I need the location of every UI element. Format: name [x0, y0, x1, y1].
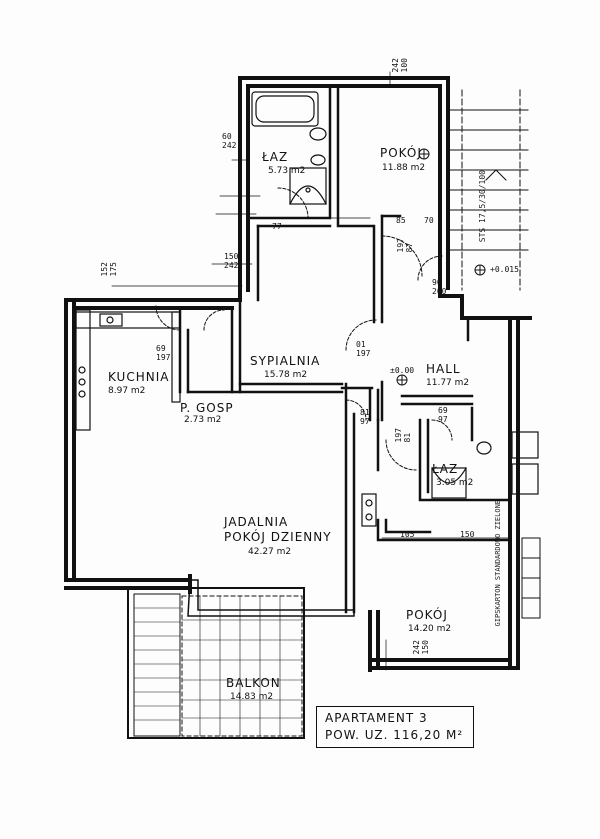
dimension-label: 90 200 [432, 278, 447, 296]
room-area-kitchen: 8.97 m2 [108, 386, 146, 396]
balcony-outline [127, 579, 355, 739]
room-name-hall: HALL [426, 362, 461, 376]
dimension-label: 81 97 [360, 408, 370, 426]
room-area-utility: 2.73 m2 [184, 415, 222, 425]
room-name-bedroom-1: POKÓJ [380, 146, 422, 160]
room-name-bathroom-1: ŁAZ [262, 150, 289, 164]
wall-note: GIPSKARTON STANDARDOWO ZIELONE [494, 500, 502, 627]
room-name-balcony: BALKON [226, 676, 281, 690]
interior-walls [178, 84, 512, 614]
room-name-kitchen: KUCHNIA [108, 370, 170, 384]
door-swings [155, 187, 453, 471]
stair-note: STS 17,5/30/100 [478, 170, 487, 243]
room-name-bathroom-2: ŁAZ [432, 462, 459, 476]
staircase [447, 89, 529, 291]
room-name-bedroom-2: POKÓJ [406, 608, 448, 622]
dimension-label: 69 97 [438, 406, 448, 424]
bathroom-1-fixtures [251, 91, 327, 205]
apartment-area: POW. UZ. 116,20 M² [325, 728, 464, 742]
dimension-label: 85 [396, 216, 406, 225]
room-area-balcony: 14.83 m2 [230, 692, 274, 702]
right-room-edge [521, 537, 541, 619]
bathroom-2-fixtures [431, 431, 539, 499]
kitchen-counter [75, 309, 181, 431]
room-name-utility: P. GOSP [180, 401, 234, 415]
room-area-bathroom-2: 3.05 m2 [436, 478, 474, 488]
room-name-living-dining: JADALNIA POKÓJ DZIENNY [224, 515, 332, 544]
room-name-bedroom: SYPIALNIA [250, 354, 321, 368]
dimension-label: 197 81 [394, 428, 412, 443]
dimension-label: 152 175 [100, 262, 118, 277]
apartment-name: APARTAMENT 3 [325, 711, 428, 725]
dimension-label: 197 87 [396, 238, 414, 253]
level-label: ±0.00 [390, 366, 415, 375]
outer-walls [64, 76, 532, 672]
room-area-bedroom: 15.78 m2 [264, 370, 308, 380]
level-marks [396, 148, 486, 386]
dimension-label: 242 100 [391, 58, 409, 73]
dimension-label: 242 150 [412, 640, 430, 655]
dimension-label: 70 [424, 216, 434, 225]
room-area-living-dining: 42.27 m2 [248, 547, 292, 557]
title-block: APARTAMENT 3 POW. UZ. 116,20 M² [316, 706, 474, 748]
dimension-label: 77 [272, 222, 282, 231]
room-area-hall: 11.77 m2 [426, 378, 470, 388]
dimension-label: 150 [460, 530, 475, 539]
dimension-label: 105 [400, 530, 415, 539]
kitchen-appliance [361, 493, 377, 527]
dimension-label: 69 197 [156, 344, 171, 362]
room-area-bedroom-1: 11.88 m2 [382, 163, 426, 173]
room-area-bedroom-2: 14.20 m2 [408, 624, 452, 634]
dimension-label: 01 197 [356, 340, 371, 358]
dimension-label: 150 242 [224, 252, 239, 270]
dimension-lines [111, 71, 511, 671]
dimension-label: 60 242 [222, 132, 237, 150]
level-label: +0.015 [490, 265, 519, 274]
room-area-bathroom-1: 5.73 m2 [268, 166, 306, 176]
